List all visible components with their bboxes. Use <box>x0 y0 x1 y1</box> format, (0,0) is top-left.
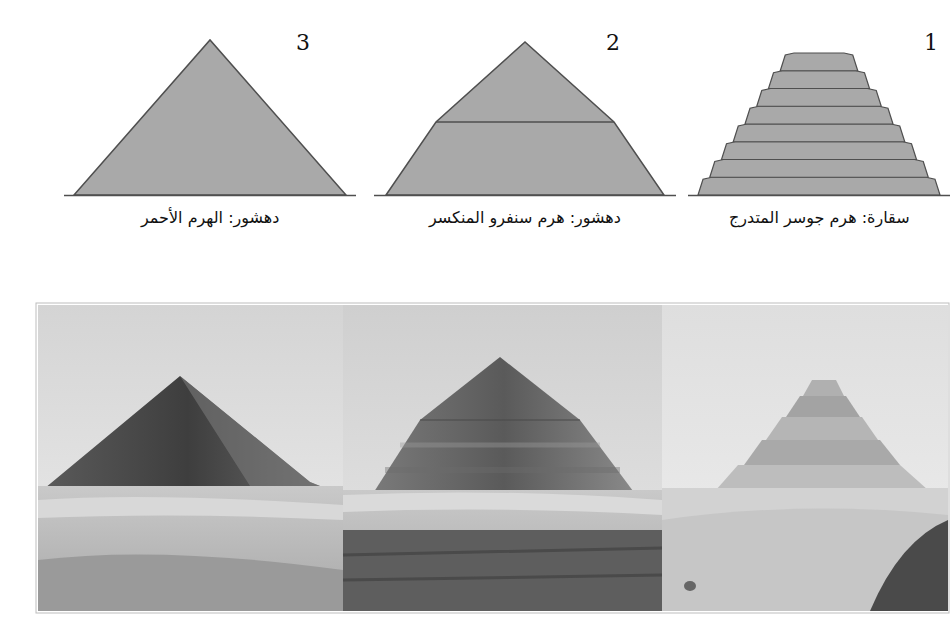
step-tier <box>769 71 870 89</box>
step-tier <box>733 124 905 142</box>
ground-line <box>64 195 356 197</box>
pyramid-shape <box>64 20 356 282</box>
pyramid-caption: دهشور: الهرم الأحمر <box>138 208 282 229</box>
step-tier <box>710 160 929 178</box>
callout-number: 1 <box>924 32 938 54</box>
callout-number: 2 <box>606 32 620 54</box>
step-pyramid-photo <box>662 305 948 611</box>
ground-line <box>374 195 676 197</box>
pyramid-outline <box>74 40 346 195</box>
bend-line <box>436 121 614 123</box>
ground-line <box>688 195 950 197</box>
pyramid-caption: دهشور: هرم سنفرو المنكسر <box>426 208 624 229</box>
pyramid-shape <box>688 20 950 282</box>
pyramid-figure: 2 دهشور: هرم سنفرو المنكسر <box>374 20 676 282</box>
red-pyramid-photo <box>38 305 343 611</box>
step-tier <box>757 89 882 107</box>
step-tier <box>722 142 917 160</box>
pyramid-caption: سقارة: هرم جوسر المتدرج <box>726 208 913 229</box>
bent-pyramid-outline <box>386 42 664 195</box>
step-tier <box>780 53 858 71</box>
bent-pyramid-photo <box>343 305 662 611</box>
pyramid-figure: 1 سقارة: هرم جوسر المتدرج <box>688 20 950 282</box>
step-tier <box>698 177 940 195</box>
pyramid-shape <box>374 20 676 282</box>
pyramid-figure: 3 دهشور: الهرم الأحمر <box>64 20 356 282</box>
callout-number: 3 <box>296 32 310 54</box>
step-tier <box>745 106 893 124</box>
